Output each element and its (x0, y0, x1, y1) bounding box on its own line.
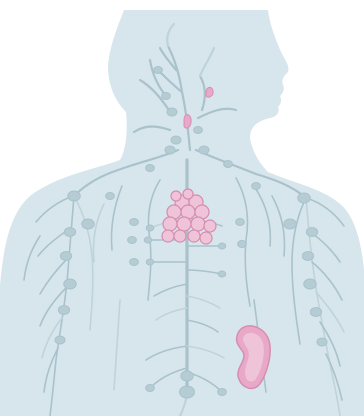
thymus-lobe (171, 191, 181, 201)
lymph-node (304, 279, 317, 289)
lymph-node (306, 228, 317, 237)
lymph-node (60, 252, 71, 261)
lymph-node (106, 193, 115, 200)
thymus-lobe (200, 232, 212, 244)
lymph-node (162, 93, 171, 100)
lymph-node (302, 252, 313, 261)
lymph-node (224, 161, 233, 168)
thymus-lobe (204, 220, 216, 232)
lymph-node (64, 228, 75, 237)
lymph-node (252, 183, 261, 190)
lymph-node (167, 108, 177, 116)
lymph-node (171, 136, 181, 144)
lymph-node (146, 259, 154, 265)
lymph-node (146, 225, 154, 231)
thymus-lobe (174, 230, 186, 242)
lymph-node (298, 193, 311, 203)
lymph-node (128, 237, 137, 244)
lymph-node (64, 279, 77, 289)
thymus-lobe (162, 230, 174, 242)
thymus-lobe (188, 230, 200, 242)
lymph-node (154, 67, 163, 74)
lymph-node (82, 219, 95, 229)
lymph-node (218, 271, 226, 277)
lymph-node (236, 219, 245, 226)
lymph-node (68, 191, 81, 201)
lymph-node (130, 259, 139, 266)
lymph-node (199, 146, 209, 154)
lymph-node (181, 371, 194, 381)
lymph-node (144, 237, 152, 243)
thymus-lobe (163, 217, 177, 231)
lymph-node (58, 306, 69, 315)
thymus-lobe (183, 189, 193, 199)
lymph-node (55, 336, 65, 344)
lymph-node (238, 241, 247, 248)
lymph-node (284, 219, 297, 229)
lymph-node (317, 338, 327, 346)
lymph-node (194, 127, 203, 134)
thymus-lobe (191, 217, 205, 231)
lymph-node (218, 243, 226, 249)
lymph-node (146, 165, 155, 172)
tonsil-shape (206, 87, 213, 97)
thymus-lobe (177, 217, 191, 231)
lymph-node (165, 146, 175, 154)
lymph-node (130, 219, 139, 226)
lymph-node (146, 385, 155, 392)
lymph-node (180, 386, 195, 398)
lymph-node (218, 389, 227, 396)
lymph-node (310, 308, 321, 317)
small-gland-shape (184, 115, 191, 129)
